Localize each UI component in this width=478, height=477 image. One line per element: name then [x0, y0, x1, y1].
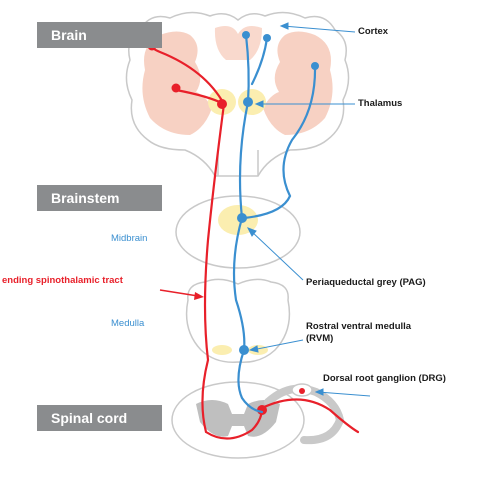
ascending-node-cortex-2 — [172, 84, 181, 93]
brain-section-tag: Brain — [37, 22, 162, 48]
medulla-outline — [187, 279, 290, 362]
thalamus-callout: Thalamus — [358, 98, 402, 110]
rvm-callout-line2: (RVM) — [306, 333, 411, 345]
cortex-callout: Cortex — [358, 26, 388, 38]
descending-node-rvm — [239, 345, 249, 355]
ascending-node-drg — [299, 388, 305, 394]
rvm-callout: Rostral ventral medulla (RVM) — [306, 321, 411, 345]
rvm-left — [212, 345, 232, 355]
ascending-node-dorsal-horn — [257, 405, 267, 415]
pag-callout: Periaqueductal grey (PAG) — [306, 277, 426, 289]
medulla-label: Medulla — [111, 318, 144, 329]
spinothalamic-tract-label: ending spinothalamic tract — [2, 275, 123, 286]
descending-node-cortex-2 — [263, 34, 271, 42]
descending-node-cortex-3 — [311, 62, 319, 70]
rvm-callout-line1: Rostral ventral medulla — [306, 321, 411, 333]
descending-node-cortex-1 — [242, 31, 250, 39]
ascending-node-thalamus — [217, 99, 227, 109]
descending-node-thalamus — [243, 97, 253, 107]
midbrain-label: Midbrain — [111, 233, 147, 244]
brainstem-section-tag: Brainstem — [37, 185, 162, 211]
medulla-section — [187, 279, 290, 362]
spinal-cord-section-tag: Spinal cord — [37, 405, 162, 431]
drg-callout: Dorsal root ganglion (DRG) — [323, 373, 446, 385]
spinal-cord-section — [172, 382, 340, 458]
descending-node-pag — [237, 213, 247, 223]
